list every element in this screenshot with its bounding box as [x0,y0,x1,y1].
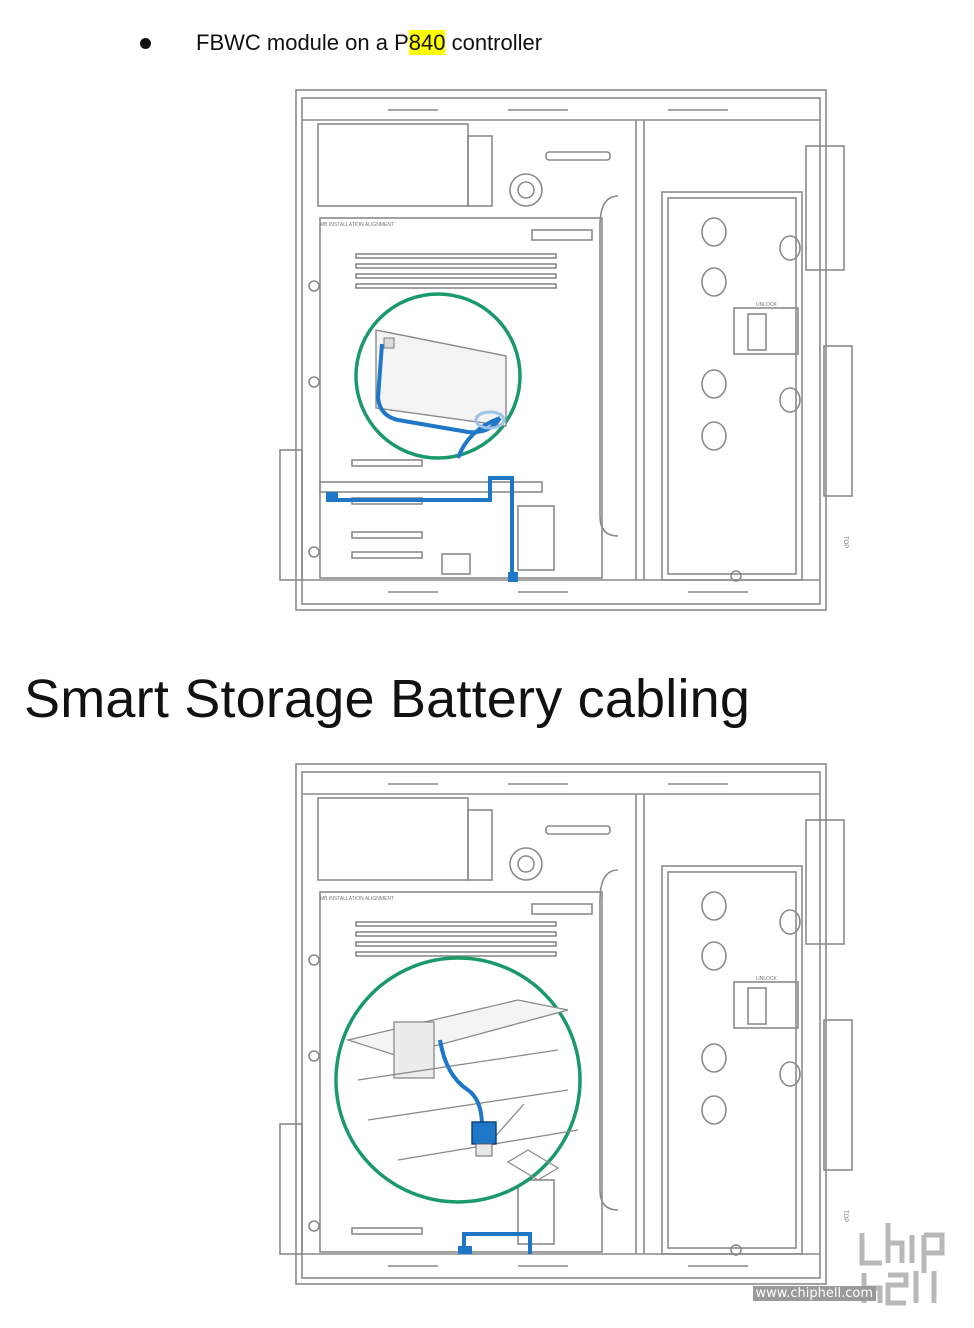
mb-alignment-label: MB INSTALLATION ALIGNMENT [320,222,394,228]
section-heading: Smart Storage Battery cabling [24,669,751,729]
fbwc-cabling-diagram: MB INSTALLATION ALIGNMENT UNLOCK TOP [279,89,853,611]
bullet-text: FBWC module on a P840 controller [196,30,543,55]
unlock-label: UNLOCK [756,976,778,982]
top-label: TOP [842,536,848,548]
cable-connector [458,1246,472,1254]
watermark-text: www.chiphell.com [752,1286,876,1301]
cable-connector [508,572,518,582]
bullet-icon [140,38,151,49]
battery-cabling-diagram: MB INSTALLATION ALIGNMENT UNLOCK TOP [279,763,853,1285]
fbwc-cable [330,476,514,576]
chiphell-watermark-logo [859,1223,945,1306]
battery-connector [471,1121,497,1145]
unlock-label: UNLOCK [756,302,778,308]
top-label: TOP [842,1210,848,1222]
battery-cable [462,1232,532,1254]
cable-connector [326,492,338,502]
mb-alignment-label: MB INSTALLATION ALIGNMENT [320,896,394,902]
highlighted-model-number: 840 [408,30,446,55]
battery-cable [438,1039,484,1127]
